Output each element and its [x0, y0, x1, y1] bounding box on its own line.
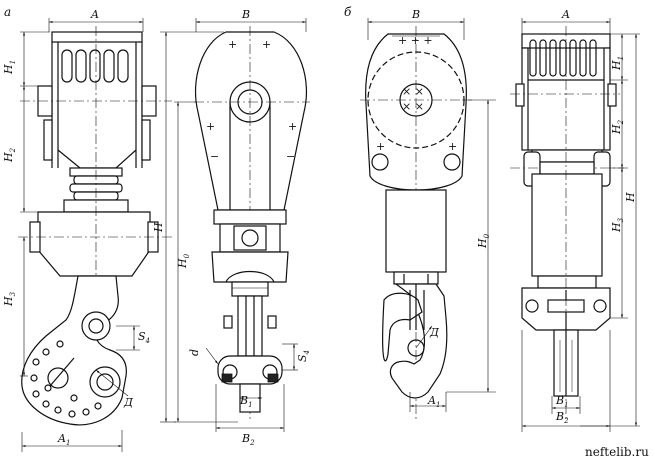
dim-s4-a: S4 — [138, 330, 150, 345]
dim-h1-a: H1 — [2, 60, 17, 75]
hook-holes — [30, 340, 102, 418]
shank-housing — [385, 189, 447, 273]
dim-h-b: H — [624, 192, 637, 203]
svg-text:+: + — [288, 120, 297, 133]
watermark: neftelib.ru — [585, 445, 649, 459]
panel-label-b: б — [344, 5, 352, 19]
panel-label-a: а — [4, 5, 11, 19]
hook — [21, 275, 127, 426]
view-b-front: б B × × × × + + + + + Д A1 — [344, 5, 496, 420]
sheave-slots-b — [529, 39, 597, 77]
hook-b — [382, 283, 448, 399]
dim-b1-a: B1 — [239, 394, 253, 409]
sheave-slots — [61, 49, 129, 83]
view-b-side: A — [510, 8, 640, 432]
cage-top — [51, 31, 143, 43]
dim-b1-b: B1 — [555, 394, 569, 409]
svg-text:+: + — [206, 120, 215, 133]
svg-text:+ + +: + + + — [398, 34, 433, 47]
dim-h-a: H — [152, 222, 165, 233]
dim-b2-a: B2 — [241, 432, 255, 447]
dim-a-top: A — [90, 8, 99, 21]
dim-d-hook-b: Д — [429, 326, 440, 339]
dim-h0-a: H0 — [176, 253, 191, 269]
dim-b-top-b: B — [411, 8, 420, 21]
dim-b2-b: B2 — [555, 410, 569, 425]
hook-body — [37, 211, 151, 277]
dim-d-hook-a: Д — [123, 396, 134, 409]
svg-text:× ×: × × — [402, 100, 424, 113]
dim-s4-a-side: S4 — [296, 350, 311, 362]
dim-h2-a: H2 — [2, 147, 17, 163]
svg-text:+: + — [228, 38, 237, 51]
dim-a-top-b: A — [561, 8, 570, 21]
svg-text:× ×: × × — [402, 85, 424, 98]
dim-h0-b: H0 — [476, 233, 491, 249]
view-a-front: а A — [2, 5, 172, 452]
hook-side — [217, 295, 283, 413]
svg-text:+: + — [448, 140, 457, 153]
svg-text:−: − — [210, 150, 219, 163]
dim-d: d — [188, 349, 201, 356]
svg-text:+: + — [262, 38, 271, 51]
dim-h3-a: H3 — [2, 291, 17, 307]
view-a-side: B + + + + − − — [152, 8, 311, 447]
dim-h2-b: H2 — [610, 119, 625, 135]
dim-a1: A1 — [57, 432, 70, 447]
dim-a1-b: A1 — [427, 394, 440, 409]
dim-h1-b: H1 — [610, 56, 625, 71]
shank-housing-b — [531, 173, 603, 277]
svg-text:+: + — [376, 140, 385, 153]
svg-text:−: − — [286, 150, 295, 163]
dim-h3-b: H3 — [610, 217, 625, 233]
dim-b-top-a: B — [241, 8, 250, 21]
